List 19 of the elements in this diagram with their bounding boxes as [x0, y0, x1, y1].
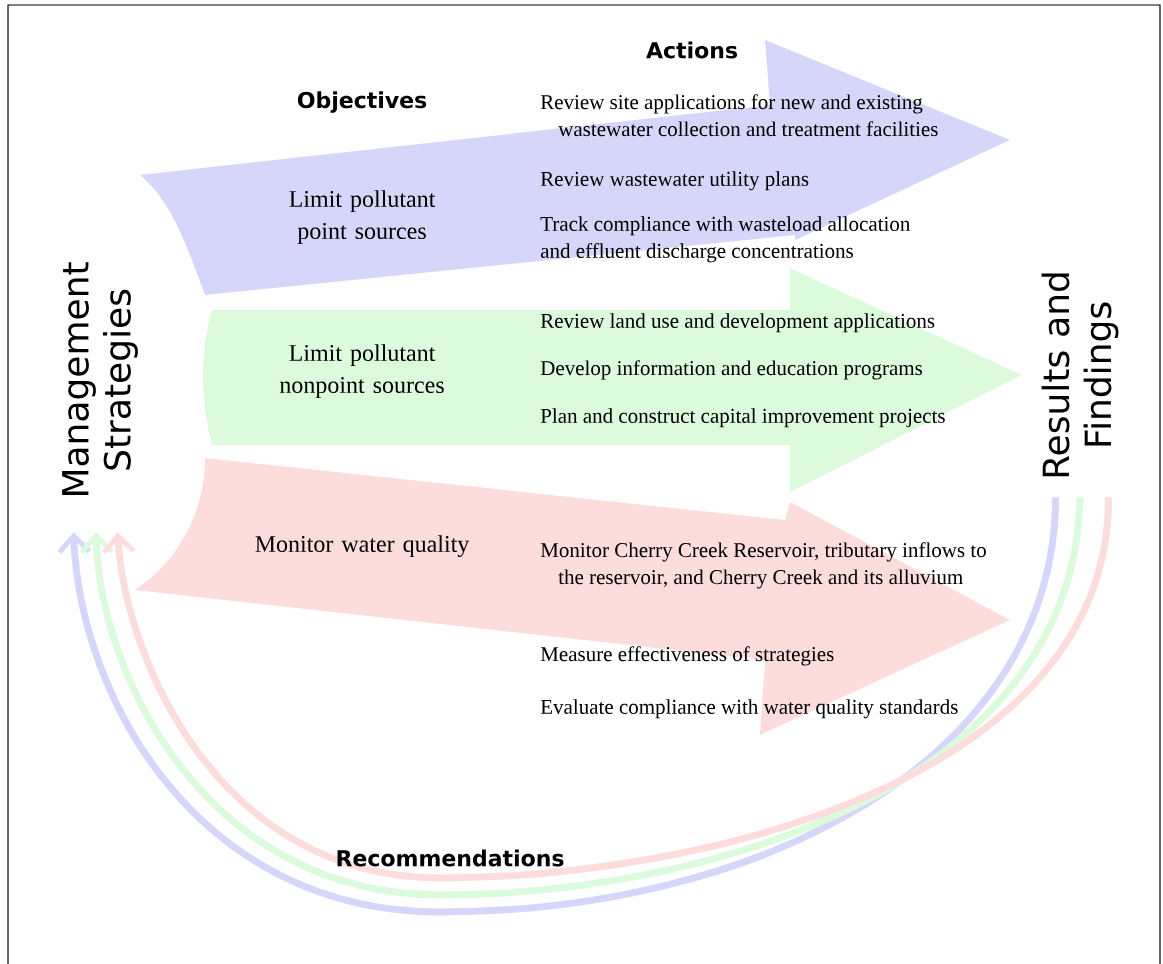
action-text: Track compliance with wasteload allocation and effluent discharge concentrations: [540, 216, 911, 263]
heading-text: Management Strategies: [62, 262, 138, 496]
action-text: Monitor Cherry Creek Reservoir, tributary inflows to the reservoir, and Cherry Creek and its alluvium: [540, 542, 986, 589]
heading-label: Objectives: [297, 91, 427, 113]
action-text: Review site applications for new and existing wastewater collection and treatment facilities: [540, 94, 938, 137]
action-text: Evaluate compliance with water quality standards: [540, 699, 958, 719]
action-text: Review wastewater utility plans: [540, 171, 809, 191]
heading-label: Actions: [646, 41, 737, 59]
objective-text: Limit pollutant point sources: [289, 190, 436, 244]
heading-text: Results and Findings: [1041, 273, 1119, 477]
arrow-shape: [203, 268, 1022, 492]
action-text: Develop information and education programs: [540, 360, 923, 380]
action-text: Review land use and development applications: [540, 313, 935, 333]
objective-text: Limit pollutant nonpoint sources: [279, 344, 444, 398]
objective-text: Monitor water quality: [255, 535, 470, 558]
action-text: Plan and construct capital improvement projects: [540, 408, 945, 428]
arrow-shape: [140, 40, 1010, 295]
heading-label: Recommendations: [337, 849, 564, 867]
action-text: Measure effectiveness of strategies: [540, 646, 834, 666]
